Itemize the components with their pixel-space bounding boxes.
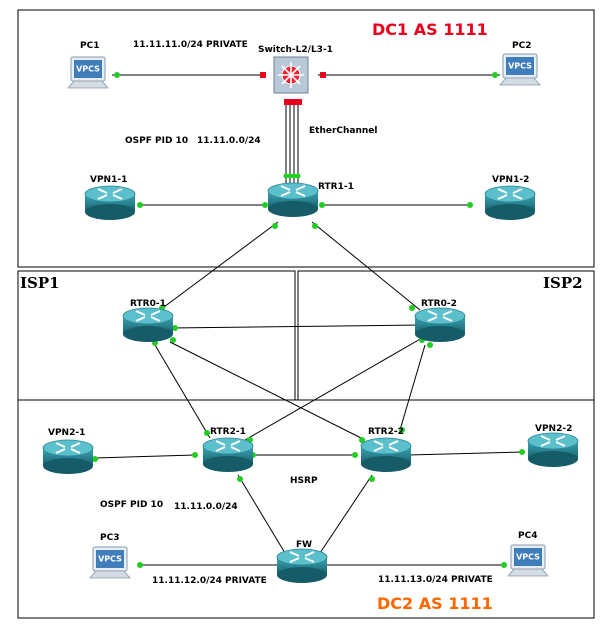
- note-etherchannel: EtherChannel: [309, 126, 378, 136]
- link-rtr2-2-vpn2-2[interactable]: [407, 451, 526, 456]
- link-rtr0-2-rtr2-2[interactable]: [399, 344, 426, 431]
- label-rtr2-2: RTR2-2: [368, 427, 404, 437]
- label-rtr2-1: RTR2-1: [210, 427, 246, 437]
- pc-icon-pc4[interactable]: VPCS: [507, 544, 549, 577]
- note-dc2-core-net: 11.11.0.0/24: [174, 502, 238, 512]
- dc1-area-frame: [17, 9, 595, 268]
- router-icon-vpn2-2[interactable]: [527, 432, 579, 468]
- vpcs-label: VPCS: [98, 555, 122, 564]
- pc-icon-pc3[interactable]: VPCS: [89, 546, 131, 579]
- pc-icon-pc2[interactable]: VPCS: [499, 53, 541, 86]
- dc2-title: DC2 AS 1111: [377, 594, 493, 613]
- link-rtr0-1-rtr2-1[interactable]: [154, 344, 211, 439]
- label-pc1: PC1: [80, 41, 99, 51]
- link-rtr1-1-rtr0-2[interactable]: [311, 221, 421, 311]
- note-dc1-private-net: 11.11.11.0/24 PRIVATE: [133, 40, 248, 50]
- router-icon-rtr0-2[interactable]: [414, 307, 466, 343]
- link-rtr0-2-rtr2-1[interactable]: [244, 337, 423, 441]
- label-pc4: PC4: [518, 531, 537, 541]
- router-icon-vpn1-1[interactable]: [84, 185, 136, 221]
- link-down-markers: [260, 72, 326, 105]
- note-dc2-ospf: OSPF PID 10: [100, 500, 163, 510]
- vpcs-label: VPCS: [508, 62, 532, 71]
- router-icon-rtr2-1[interactable]: [202, 437, 254, 473]
- link-rtr0-1-rtr2-2[interactable]: [169, 341, 366, 441]
- isp1-title: ISP1: [20, 274, 60, 292]
- note-pc3-net: 11.11.12.0/24 PRIVATE: [152, 576, 267, 586]
- label-switch: Switch-L2/L3-1: [258, 45, 333, 55]
- link-rtr1-1-rtr0-1[interactable]: [159, 221, 279, 311]
- vpcs-label: VPCS: [76, 65, 100, 74]
- dc1-title: DC1 AS 1111: [372, 20, 488, 39]
- isp2-title: ISP2: [543, 274, 583, 292]
- router-icon-vpn2-1[interactable]: [42, 439, 94, 475]
- label-vpn2-1: VPN2-1: [48, 428, 85, 438]
- firewall-icon-fw[interactable]: [276, 548, 328, 584]
- label-vpn2-2: VPN2-2: [535, 424, 572, 434]
- label-pc3: PC3: [100, 533, 119, 543]
- label-pc2: PC2: [512, 41, 531, 51]
- router-icon-vpn1-2[interactable]: [484, 185, 536, 221]
- router-icon-rtr2-2[interactable]: [360, 437, 412, 473]
- link-rtr2-2-fw[interactable]: [319, 474, 373, 554]
- router-icon-rtr1-1[interactable]: [267, 182, 319, 218]
- link-rtr0-1-rtr0-2[interactable]: [169, 324, 421, 329]
- label-rtr0-1: RTR0-1: [130, 299, 166, 309]
- label-vpn1-2: VPN1-2: [492, 175, 529, 185]
- router-icon-rtr0-1[interactable]: [122, 307, 174, 343]
- link-vpn2-1-rtr2-1[interactable]: [94, 454, 196, 459]
- dc2-area-frame: [17, 399, 595, 619]
- vpcs-label: VPCS: [516, 553, 540, 562]
- note-dc1-ospf: OSPF PID 10: [125, 136, 188, 146]
- pc-icon-pc1[interactable]: VPCS: [67, 56, 109, 89]
- note-dc1-core-net: 11.11.0.0/24: [197, 136, 261, 146]
- note-pc4-net: 11.11.13.0/24 PRIVATE: [378, 575, 493, 585]
- link-rtr2-1-fw[interactable]: [237, 474, 286, 554]
- label-fw: FW: [296, 540, 312, 550]
- note-hsrp: HSRP: [290, 476, 318, 486]
- label-rtr1-1: RTR1-1: [318, 182, 354, 192]
- label-rtr0-2: RTR0-2: [421, 299, 457, 309]
- switch-l2-l3-icon[interactable]: [273, 56, 309, 94]
- label-vpn1-1: VPN1-1: [90, 175, 127, 185]
